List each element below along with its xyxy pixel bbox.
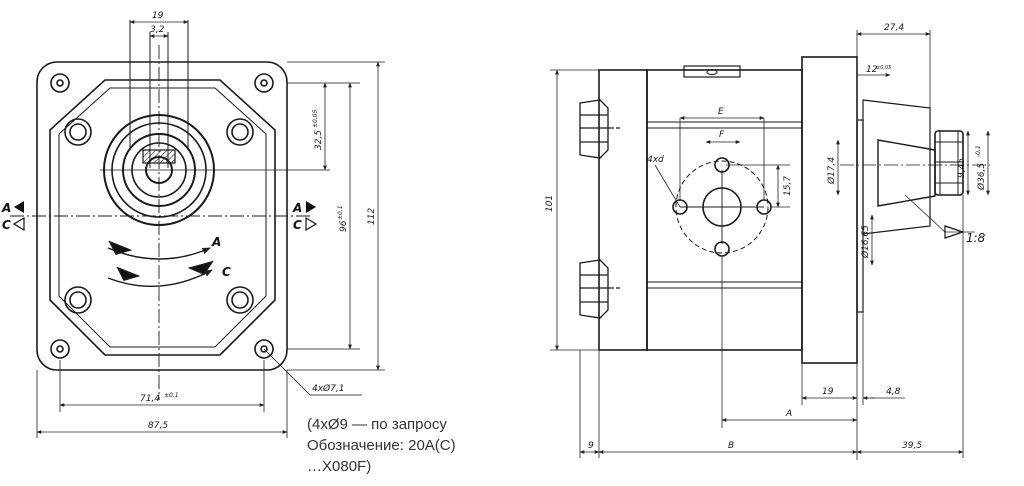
side-port [672,157,772,257]
dim-bolt-span-horizontal: 71,4 [140,394,160,404]
dim-port-offset: 15,7 [783,176,793,196]
dim-overall-height: 112 [367,208,377,225]
section-left-c: C [2,218,11,232]
front-bolt-holes [50,73,274,359]
dim-shaft-len-total: 27,4 [884,23,904,33]
side-rear-cover [598,69,648,351]
side-shaft [862,99,964,235]
dim-bolt-span-horizontal-tol: ±0,1 [164,392,179,399]
dim-step: 4,8 [886,387,901,397]
dim-port-e: E [718,107,724,117]
dim-a: A [785,409,792,419]
side-main-body [646,69,803,351]
dim-right-len: 39,5 [902,441,922,451]
dim-top-width: 19 [152,11,164,21]
dim-b: B [728,441,734,451]
dim-shaft-small: Ø16,65 [860,225,871,259]
section-marks [12,201,318,232]
section-right-a: A [292,201,302,215]
note-line-1: (4xØ9 — по запросу [307,416,447,433]
dim-bolt-span-vertical-tol: ±0,1 [337,205,344,220]
rotation-label-a: A [211,235,221,249]
front-body-inner [58,87,267,348]
rotation-label-c: C [222,265,231,279]
dim-key-width: 3,2 [150,25,165,35]
dim-shaft-len-part: 12 [866,65,878,75]
taper-symbol [944,225,965,239]
dim-port-holes: 4xd [647,155,664,165]
side-view [579,56,990,364]
dim-shaft-len-part-tol: ±0,05 [876,65,891,71]
dim-thread-diameter: Ø36,5 [976,163,987,191]
dim-taper: 1:8 [966,231,986,245]
side-front-flange [801,56,858,364]
front-body-outline [49,79,276,356]
note-line-2: Обозначение: 20A(C) [307,437,456,454]
hole-callout: 4xØ7,1 [312,383,344,394]
dim-bolt-span-vertical: 96 [339,220,349,232]
dim-side-height: 101 [545,195,555,212]
dim-overall-width: 87,5 [148,421,168,431]
dim-flange-vertical: 32,5 [314,130,324,150]
side-bolts [579,99,620,319]
dim-port-f: F [719,130,725,140]
dim-thread-tol: -0,1 [975,145,982,157]
front-view [10,20,385,438]
dim-shaft-diameter: Ø17,4 [826,157,837,185]
side-dimension-lines [550,30,990,460]
front-dimension-lines [36,20,380,434]
dim-flange-to-shaft: 19 [822,387,834,397]
dim-thread-width: 9,45 [957,158,967,178]
dim-left-offset: 9 [588,441,594,451]
section-left-a: A [1,201,11,215]
note-line-3: …X080F) [307,458,372,475]
order-note: (4xØ9 — по запросу Обозначение: 20A(C) …… [307,414,456,477]
dim-flange-vertical-tol: ±0,05 [312,109,319,128]
section-right-c: C [293,218,302,232]
